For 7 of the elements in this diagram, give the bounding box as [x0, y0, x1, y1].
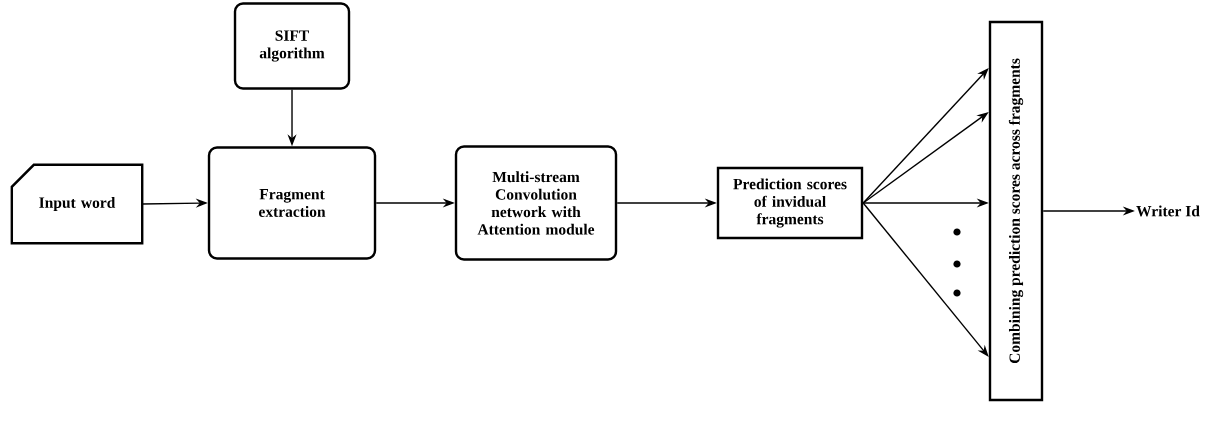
- process-box: Multi-stream Convolution network with Attention module: [454, 145, 618, 261]
- arrow: [862, 202, 989, 357]
- process-box: Fragment extraction: [207, 146, 377, 260]
- process-box: Combining prediction scores across fragments: [988, 20, 1044, 402]
- output-label: Writer Id: [1136, 205, 1200, 217]
- process-box: SIFT algorithm: [233, 2, 351, 90]
- process-box: Prediction scores of invidual fragments: [716, 166, 864, 240]
